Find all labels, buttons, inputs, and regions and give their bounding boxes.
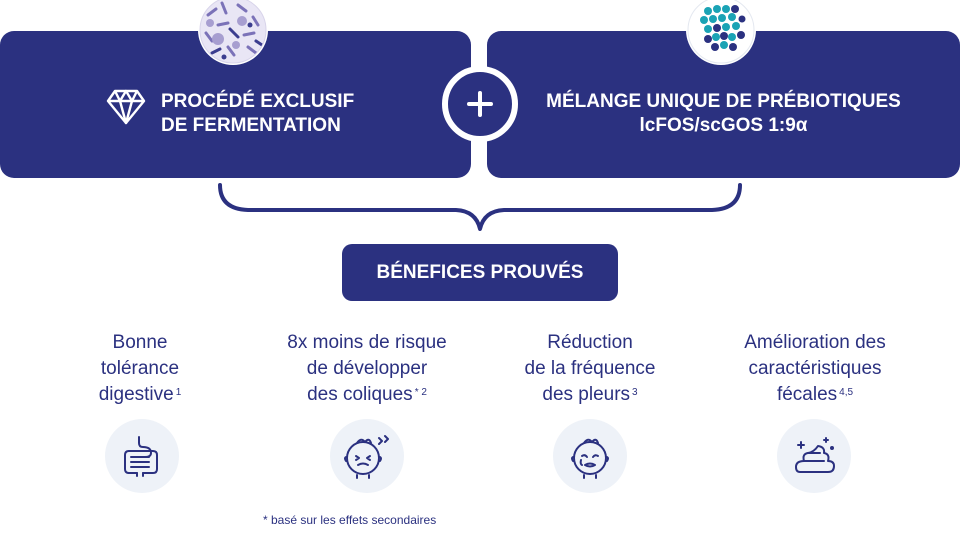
- digestive-system-icon: [105, 419, 179, 493]
- benefit-stool-characteristics: Amélioration des caractéristiques fécale…: [744, 332, 886, 405]
- benefit-colic-risk: 8x moins de risque de développer des col…: [287, 332, 447, 405]
- stool-sparkle-icon: [777, 419, 851, 493]
- crying-baby-icon: [553, 419, 627, 493]
- bacteria-icon: [199, 0, 267, 64]
- prebiotics-badge: [686, 0, 756, 65]
- fermentation-title: PROCÉDÉ EXCLUSIF DE FERMENTATION: [161, 91, 355, 136]
- prebiotics-title: MÉLANGE UNIQUE DE PRÉBIOTIQUES lcFOS/scG…: [546, 91, 901, 136]
- curly-brace-connector: [218, 183, 742, 231]
- plus-icon: [442, 66, 518, 142]
- footnote: * basé sur les effets secondaires: [263, 513, 437, 527]
- fermentation-bacteria-badge: [198, 0, 268, 65]
- benefits-title: BÉNEFICES PROUVÉS: [342, 244, 618, 301]
- prebiotic-molecules-icon: [687, 0, 755, 64]
- fussy-baby-icon: [330, 419, 404, 493]
- diamond-icon: [106, 89, 146, 125]
